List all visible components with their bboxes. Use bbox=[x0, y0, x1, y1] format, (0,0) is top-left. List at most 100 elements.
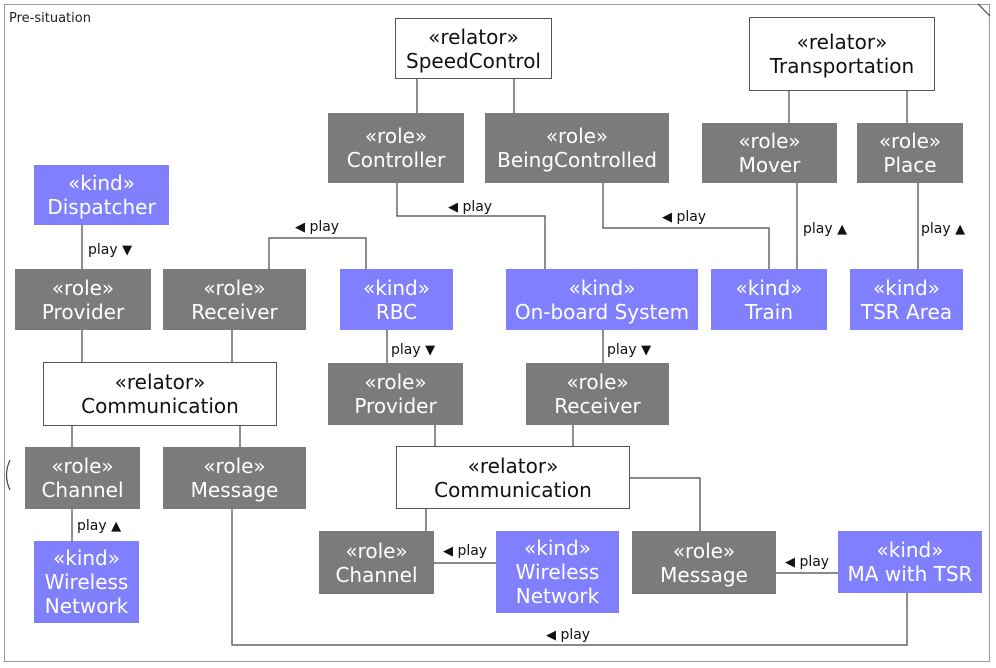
kind-ma-with-tsr[interactable]: «kind» MA with TSR bbox=[838, 531, 982, 593]
stereotype: «kind» bbox=[873, 275, 940, 300]
stereotype: «role» bbox=[566, 370, 629, 394]
stereotype: «kind» bbox=[568, 275, 636, 300]
play-text: play bbox=[803, 221, 833, 237]
node-name: Dispatcher bbox=[47, 195, 156, 219]
stereotype: «kind» bbox=[524, 536, 591, 560]
stereotype: «role» bbox=[203, 454, 266, 478]
node-name: Provider bbox=[354, 394, 437, 418]
node-name: Place bbox=[883, 153, 937, 177]
relator-communication-mid[interactable]: «relator» Communication bbox=[396, 446, 630, 509]
edge-label-dispatcher-provider: play ▼ bbox=[88, 242, 132, 258]
play-text: play bbox=[799, 554, 830, 570]
node-name: Receiver bbox=[191, 299, 278, 324]
node-name: MA with TSR bbox=[847, 562, 973, 586]
stereotype: «role» bbox=[672, 538, 736, 563]
role-channel-left[interactable]: «role» Channel bbox=[25, 447, 140, 509]
node-name: Train bbox=[745, 299, 793, 324]
arrow-down-icon: ▼ bbox=[122, 243, 133, 258]
arrow-up-icon: ▲ bbox=[955, 222, 966, 237]
role-receiver-mid[interactable]: «role» Receiver bbox=[526, 363, 669, 425]
stereotype: «kind» bbox=[68, 171, 135, 195]
play-text: play bbox=[676, 209, 707, 225]
edge-label-place-tsrarea: play ▲ bbox=[921, 221, 965, 237]
stereotype: «relator» bbox=[467, 453, 559, 478]
kind-train[interactable]: «kind» Train bbox=[711, 269, 827, 330]
arrow-left-icon: ◀ bbox=[546, 628, 556, 643]
arrow-up-icon: ▲ bbox=[111, 519, 122, 534]
arrow-left-icon: ◀ bbox=[785, 555, 795, 570]
role-place[interactable]: «role» Place bbox=[857, 123, 963, 183]
arrow-up-icon: ▲ bbox=[837, 222, 848, 237]
edge-label-onboard-receiver: play ▼ bbox=[607, 342, 651, 358]
relator-communication-left[interactable]: «relator» Communication bbox=[43, 362, 277, 426]
diagram-frame bbox=[4, 4, 990, 662]
play-text: play bbox=[457, 543, 488, 559]
role-mover[interactable]: «role» Mover bbox=[702, 123, 837, 183]
role-provider-mid[interactable]: «role» Provider bbox=[328, 363, 463, 425]
stereotype: «role» bbox=[345, 538, 408, 563]
relator-speedcontrol[interactable]: «relator» SpeedControl bbox=[395, 18, 552, 79]
node-name: On-board System bbox=[514, 299, 690, 324]
edge-label-rbc-provider: play ▼ bbox=[391, 342, 435, 358]
edge-label-beingcontrolled-train: ◀ play bbox=[662, 209, 706, 225]
role-message-mid[interactable]: «role» Message bbox=[632, 531, 776, 594]
node-name: Wireless bbox=[515, 560, 600, 584]
kind-rbc[interactable]: «kind» RBC bbox=[340, 269, 453, 330]
relator-transportation[interactable]: «relator» Transportation bbox=[749, 17, 935, 91]
kind-tsr-area[interactable]: «kind» TSR Area bbox=[850, 269, 963, 330]
play-text: play bbox=[462, 199, 493, 215]
play-text: play bbox=[77, 518, 107, 534]
stereotype: «role» bbox=[545, 124, 609, 148]
edge-label-channel-wireless-left: play ▲ bbox=[77, 518, 121, 534]
node-name-line2: Network bbox=[515, 584, 600, 608]
role-channel-mid[interactable]: «role» Channel bbox=[319, 531, 434, 594]
node-name: Receiver bbox=[554, 394, 641, 418]
node-name: Mover bbox=[738, 153, 801, 177]
role-provider-left[interactable]: «role» Provider bbox=[15, 269, 151, 330]
play-text: play bbox=[607, 342, 637, 358]
edge-label-message-matsr: ◀ play bbox=[785, 554, 829, 570]
stereotype: «relator» bbox=[114, 370, 206, 394]
stereotype: «kind» bbox=[876, 538, 944, 562]
stereotype: «relator» bbox=[796, 30, 888, 54]
stereotype: «kind» bbox=[735, 275, 803, 300]
play-text: play bbox=[88, 242, 118, 258]
node-name: Wireless bbox=[44, 570, 129, 594]
node-name: BeingControlled bbox=[497, 148, 657, 172]
kind-dispatcher[interactable]: «kind» Dispatcher bbox=[34, 165, 169, 225]
arrow-left-icon: ◀ bbox=[443, 544, 453, 559]
node-name: Channel bbox=[335, 562, 418, 587]
node-name: Communication bbox=[434, 477, 592, 502]
play-text: play bbox=[921, 221, 951, 237]
node-name: Communication bbox=[81, 394, 239, 418]
stereotype: «role» bbox=[878, 129, 942, 153]
arrow-down-icon: ▼ bbox=[641, 343, 652, 358]
arrow-down-icon: ▼ bbox=[425, 343, 436, 358]
edge-label-message-left-matsr: ◀ play bbox=[546, 627, 590, 643]
play-text: play bbox=[309, 219, 340, 235]
role-beingcontrolled[interactable]: «role» BeingControlled bbox=[485, 113, 669, 183]
arrow-left-icon: ◀ bbox=[448, 200, 458, 215]
node-name: Message bbox=[190, 478, 279, 502]
stereotype: «kind» bbox=[53, 546, 120, 570]
kind-wireless-network-mid[interactable]: «kind» Wireless Network bbox=[496, 531, 619, 613]
edge-label-mover-train: play ▲ bbox=[803, 221, 847, 237]
stereotype: «kind» bbox=[363, 275, 430, 300]
kind-onboard-system[interactable]: «kind» On-board System bbox=[506, 269, 698, 330]
role-receiver-left[interactable]: «role» Receiver bbox=[163, 269, 306, 330]
edge-label-receiver-rbc: ◀ play bbox=[295, 219, 339, 235]
node-name: Message bbox=[660, 562, 748, 587]
stereotype: «relator» bbox=[428, 24, 519, 49]
stereotype: «role» bbox=[51, 275, 115, 300]
role-message-left[interactable]: «role» Message bbox=[163, 447, 306, 509]
stereotype: «role» bbox=[364, 370, 427, 394]
node-name: RBC bbox=[375, 299, 418, 324]
node-name: Transportation bbox=[769, 54, 915, 78]
edge-label-channel-wireless-mid: ◀ play bbox=[443, 543, 487, 559]
frame-title: Pre-situation bbox=[9, 11, 91, 26]
node-name-line2: Network bbox=[44, 594, 129, 618]
kind-wireless-network-left[interactable]: «kind» Wireless Network bbox=[34, 541, 139, 623]
role-controller[interactable]: «role» Controller bbox=[328, 113, 464, 183]
arrow-left-icon: ◀ bbox=[295, 220, 305, 235]
